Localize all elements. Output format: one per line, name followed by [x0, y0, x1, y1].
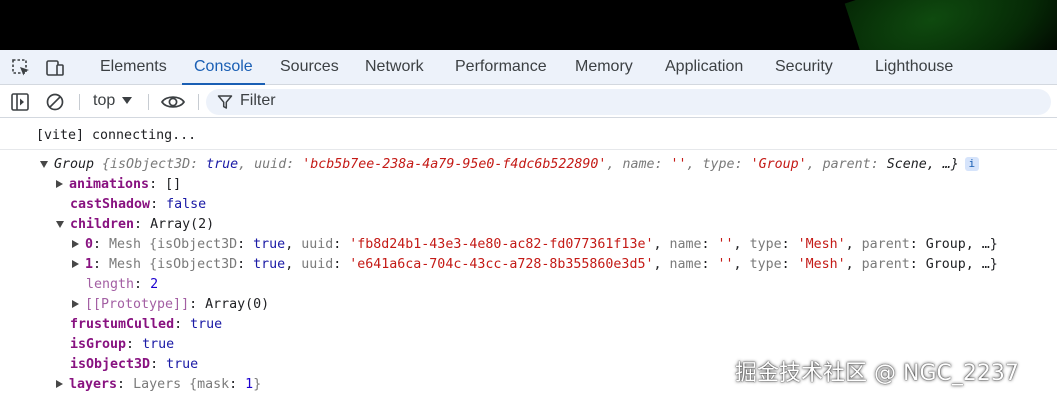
expand-triangle-icon[interactable] [56, 380, 63, 388]
tab-elements[interactable]: Elements [100, 58, 167, 75]
page-graphic [844, 0, 1057, 50]
expand-triangle-icon[interactable] [56, 220, 64, 228]
console-output: [vite] connecting... Group {isObject3D: … [0, 119, 1057, 400]
property-isobject3d: isObject3D: true [70, 357, 199, 372]
inspect-element-icon[interactable] [11, 58, 31, 78]
expand-triangle-icon[interactable] [72, 300, 79, 308]
context-dropdown-icon[interactable] [122, 97, 132, 104]
live-expression-eye-icon[interactable] [160, 92, 186, 112]
toolbar-divider [148, 94, 149, 110]
tab-memory[interactable]: Memory [575, 58, 633, 75]
property-isgroup: isGroup: true [70, 337, 175, 352]
expand-triangle-icon[interactable] [56, 180, 63, 188]
filter-placeholder: Filter [240, 92, 276, 109]
message-divider [0, 149, 1057, 150]
watermark: 掘金技术社区 @ NGC_2237 [735, 361, 1019, 386]
sidebar-toggle-icon[interactable] [10, 92, 30, 112]
property-castshadow: castShadow: false [70, 197, 207, 212]
tab-application[interactable]: Application [665, 58, 744, 75]
property-frustumculled: frustumCulled: true [70, 317, 223, 332]
page-viewport [0, 0, 1057, 50]
group-object-header[interactable]: Group {isObject3D: true, uuid: 'bcb5b7ee… [40, 155, 979, 175]
expand-triangle-icon[interactable] [72, 260, 79, 268]
log-text: [vite] connecting... [36, 128, 197, 143]
expand-triangle-icon[interactable] [72, 240, 79, 248]
tab-network[interactable]: Network [365, 58, 424, 75]
log-message: [vite] connecting... [36, 126, 196, 146]
child-mesh-1[interactable]: 1: Mesh {isObject3D: true, uuid: 'e641a6… [72, 255, 998, 275]
tab-lighthouse[interactable]: Lighthouse [875, 58, 954, 75]
tab-performance[interactable]: Performance [455, 58, 547, 75]
toolbar-divider [79, 94, 80, 110]
tab-sources[interactable]: Sources [280, 58, 339, 75]
device-toolbar-icon[interactable] [45, 58, 65, 78]
context-selector[interactable]: top [93, 92, 116, 109]
child-mesh-0[interactable]: 0: Mesh {isObject3D: true, uuid: 'fb8d24… [72, 235, 998, 255]
clear-console-icon[interactable] [45, 92, 65, 112]
console-toolbar: top Filter [0, 86, 1057, 118]
property-children[interactable]: children: Array(2) [56, 215, 214, 235]
devtools-tabbar: Elements Console Sources Network Perform… [0, 50, 1057, 85]
expand-triangle-icon[interactable] [40, 160, 48, 168]
filter-input[interactable] [206, 89, 1051, 115]
tab-console[interactable]: Console [182, 50, 265, 85]
property-animations[interactable]: animations: [] [56, 175, 181, 195]
toolbar-divider [198, 94, 199, 110]
property-prototype[interactable]: [[Prototype]]: Array(0) [72, 295, 269, 315]
property-length: length: 2 [86, 277, 159, 292]
info-icon[interactable]: i [964, 157, 979, 171]
tab-security[interactable]: Security [775, 58, 833, 75]
filter-funnel-icon [217, 95, 233, 109]
property-layers[interactable]: layers: Layers {mask: 1} [56, 375, 261, 395]
